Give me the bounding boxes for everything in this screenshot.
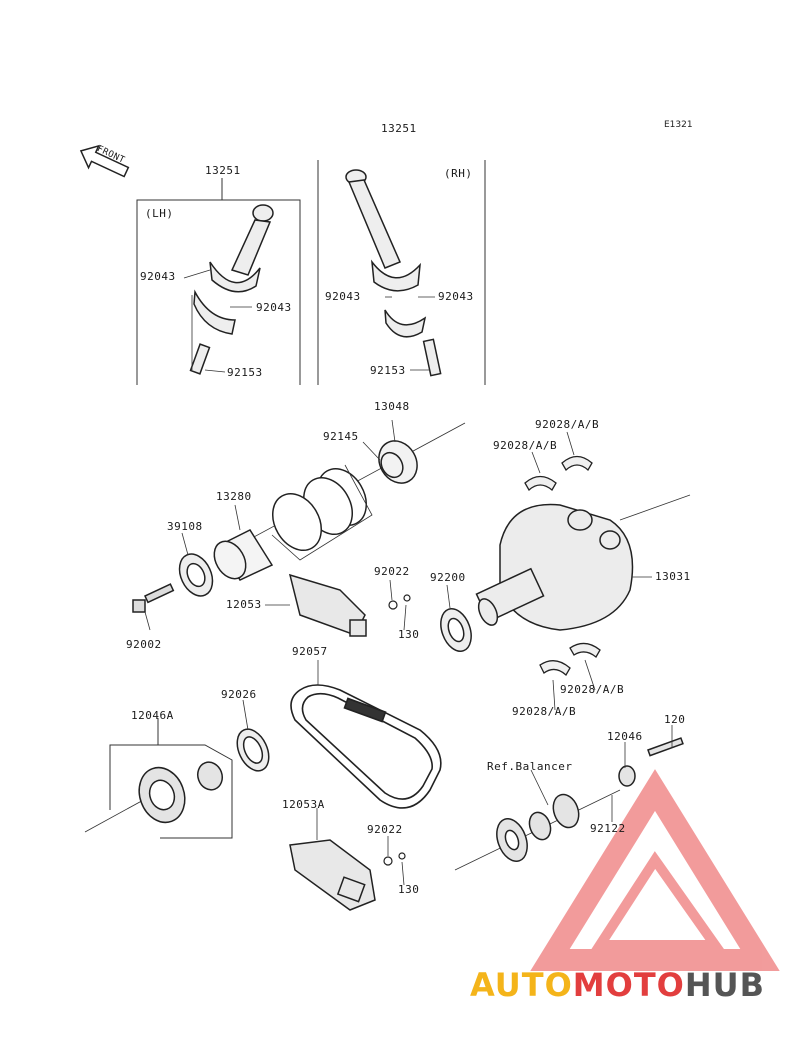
- label-92028-2: 92028/A/B: [493, 439, 558, 452]
- lh-label-1: 92043: [140, 270, 176, 283]
- rh-tag: (RH): [444, 167, 473, 180]
- lh-box: [136, 178, 301, 385]
- watermark-part-hub: HUB: [684, 966, 766, 1004]
- label-leaders: [144, 419, 673, 886]
- rh-leaders: [385, 296, 435, 371]
- label-92002: 92002: [126, 638, 162, 651]
- label-ref-balancer: Ref.Balancer: [487, 760, 573, 773]
- small-parts-b: [383, 852, 406, 866]
- balancer-gears: [496, 737, 684, 862]
- label-92022-b: 92022: [367, 823, 403, 836]
- gear-box-12046A: [109, 718, 233, 839]
- watermark-part-auto: AUTO: [470, 966, 573, 1004]
- bearing-shells-92028: [524, 455, 601, 677]
- label-12053: 12053: [226, 598, 262, 611]
- washer-39108: [178, 553, 214, 597]
- label-39108: 39108: [167, 520, 203, 533]
- rh-connecting-rod: [345, 169, 442, 377]
- bolt-92002: [132, 583, 175, 613]
- label-130-b: 130: [398, 883, 420, 896]
- chain-92057: [290, 684, 442, 809]
- rh-box: [317, 160, 486, 385]
- label-12046A: 12046A: [131, 709, 174, 722]
- lh-leaders: [183, 269, 252, 373]
- label-130-a: 130: [398, 628, 420, 641]
- lh-top-label: 13251: [205, 164, 241, 177]
- label-120: 120: [664, 713, 686, 726]
- label-92122: 92122: [590, 822, 626, 835]
- watermark-triangle: [530, 769, 780, 971]
- label-92145: 92145: [323, 430, 359, 443]
- diagram-code: E1321: [664, 120, 693, 130]
- label-92022-a: 92022: [374, 565, 410, 578]
- watermark-part-moto: MOTO: [572, 966, 685, 1004]
- tensioner-12053: [288, 573, 367, 637]
- bearing-13048: [378, 440, 418, 484]
- watermark-text: AUTOMOTOHUB: [470, 966, 765, 1004]
- rh-label-2: 92043: [438, 290, 474, 303]
- label-13031: 13031: [655, 570, 691, 583]
- rh-label-3: 92153: [370, 364, 406, 377]
- lh-label-2: 92043: [256, 301, 292, 314]
- rh-label-1: 92043: [325, 290, 361, 303]
- lh-label-3: 92153: [227, 366, 263, 379]
- guide-12053A: [289, 839, 376, 911]
- bushings-92145: [272, 468, 367, 551]
- lh-connecting-rod: [189, 204, 274, 375]
- label-92028-4: 92028/A/B: [512, 705, 577, 718]
- label-92057: 92057: [292, 645, 328, 658]
- gear-12046A: [138, 761, 224, 824]
- washer-92026: [236, 728, 270, 772]
- front-arrow-icon: [79, 144, 130, 178]
- label-12046: 12046: [607, 730, 643, 743]
- label-92028-1: 92028/A/B: [535, 418, 600, 431]
- label-13048: 13048: [374, 400, 410, 413]
- label-92026: 92026: [221, 688, 257, 701]
- label-13280: 13280: [216, 490, 252, 503]
- lh-tag: (LH): [145, 207, 174, 220]
- label-92028-3: 92028/A/B: [560, 683, 625, 696]
- sleeve-13280: [213, 529, 274, 581]
- small-parts-a: [388, 594, 411, 610]
- sprocket-92200: [440, 608, 472, 652]
- crankshaft-13031: [475, 503, 634, 631]
- label-92200: 92200: [430, 571, 466, 584]
- group-header: 13251: [381, 122, 417, 135]
- bushing-box: [271, 464, 373, 561]
- label-12053A: 12053A: [282, 798, 325, 811]
